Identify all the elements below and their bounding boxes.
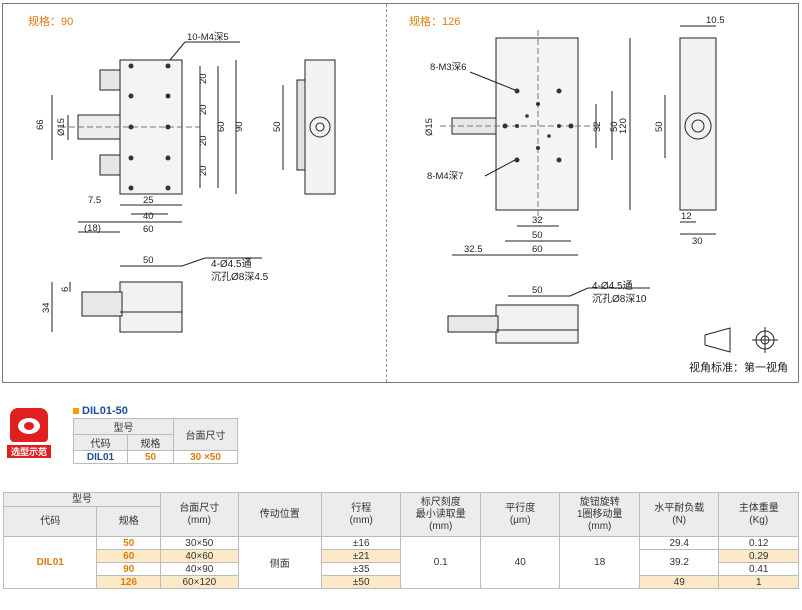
ex-header-code: 代码 [73, 434, 128, 451]
cell-size-126: 60×120 [160, 575, 239, 589]
drawing-frame [2, 3, 799, 383]
dim-pitch-20a: 20 [198, 73, 209, 84]
th-code: 代码 [2, 506, 98, 537]
cell-size-90: 40×90 [160, 562, 239, 576]
th-knob: 旋钮旋转 1圈移动量 (mm) [559, 492, 640, 537]
cell-spec-50: 50 [96, 536, 162, 550]
dim-side-50-right: 50 [654, 121, 665, 132]
cell-weight-90: 0.41 [718, 562, 799, 576]
dim-90: 90 [234, 121, 245, 132]
dim-holes-m4-right: 8-M4深7 [427, 171, 463, 182]
cell-size-60: 40×60 [160, 549, 239, 563]
left-front-note: 4-Ø4.5通 沉孔Ø8深4.5 [211, 258, 268, 284]
dim-50-v: 50 [609, 121, 620, 132]
selection-example-badge: 选型示范 [7, 408, 51, 460]
dim-60-width: 60 [143, 224, 154, 235]
right-front-note: 4-Ø4.5通 沉孔Ø8深10 [592, 280, 646, 306]
dim-60: 60 [216, 121, 227, 132]
left-front-note-line2: 沉孔Ø8深4.5 [211, 272, 269, 283]
dim-pitch-20b: 20 [198, 104, 209, 115]
cell-stroke-50: ±16 [320, 536, 402, 550]
cell-scale: 0.1 [400, 536, 481, 589]
cell-stroke-90: ±35 [320, 562, 402, 576]
th-scale: 标尺刻度 最小读取量 (mm) [400, 492, 481, 537]
cell-weight-126: 1 [718, 575, 799, 589]
dim-d15-right: Ø15 [424, 118, 435, 136]
dim-front-50: 50 [143, 255, 154, 266]
dim-pitch-20c: 20 [198, 135, 209, 146]
dim-front-34: 34 [41, 302, 52, 313]
th-weight: 主体重量 (Kg) [718, 492, 799, 537]
dim-pitch-20d: 20 [198, 165, 209, 176]
spec-table: 型号 台面尺寸 (mm) 传动位置 行程 (mm) 标尺刻度 最小读取量 (mm… [2, 492, 799, 589]
dim-12: 12 [681, 211, 692, 222]
right-front-note-line2: 沉孔Ø8深10 [592, 294, 647, 305]
ex-code: DIL01 [73, 450, 128, 464]
dim-32-h: 32 [532, 215, 543, 226]
th-stroke: 行程 (mm) [320, 492, 402, 537]
badge-label: 选型示范 [7, 445, 51, 458]
ex-spec: 50 [127, 450, 174, 464]
ex-header-model: 型号 [73, 418, 174, 435]
dim-25: 25 [143, 195, 154, 206]
right-front-note-line1: 4-Ø4.5通 [592, 281, 633, 292]
cell-code: DIL01 [2, 536, 98, 589]
dim-18: (18) [84, 223, 101, 234]
left-front-note-line1: 4-Ø4.5通 [211, 259, 252, 270]
cell-stroke-60: ±21 [320, 549, 402, 563]
cell-load-60-90: 39.2 [638, 549, 720, 576]
dim-holes-m3: 8-M3深6 [430, 62, 466, 73]
cell-weight-50: 0.12 [718, 536, 799, 550]
cell-parallel: 40 [479, 536, 561, 589]
dim-30: 30 [692, 236, 703, 247]
dim-front-50-right: 50 [532, 285, 543, 296]
cell-weight-60: 0.29 [718, 549, 799, 563]
cell-load-50: 29.4 [638, 536, 720, 550]
dim-50-h: 50 [532, 230, 543, 241]
cell-stroke-126: ±50 [320, 575, 402, 589]
dim-40: 40 [143, 211, 154, 222]
cell-drive: 侧面 [237, 536, 322, 589]
ex-header-spec: 规格 [127, 434, 174, 451]
dim-32-5: 32.5 [464, 244, 483, 255]
dim-10-5: 10.5 [706, 15, 725, 26]
th-drive: 传动位置 [237, 492, 322, 537]
cell-spec-126: 126 [96, 575, 162, 589]
view-divider [386, 4, 387, 382]
dim-7-5: 7.5 [88, 195, 101, 206]
cell-spec-90: 90 [96, 562, 162, 576]
cell-load-126: 49 [638, 575, 720, 589]
dim-d15: Ø15 [56, 118, 67, 136]
dim-60-h: 60 [532, 244, 543, 255]
cell-spec-60: 60 [96, 549, 162, 563]
dim-front-6: 6 [60, 287, 71, 292]
th-spec: 规格 [96, 506, 162, 537]
dim-32-v: 32 [592, 121, 603, 132]
dim-66: 66 [35, 119, 46, 130]
technical-drawing: 10-M4深5 66 Ø15 20 20 20 20 60 90 7.5 25 … [35, 15, 778, 353]
projection-label: 视角标准：第一视角 [689, 362, 788, 374]
phone-icon [10, 408, 48, 442]
dim-120-v: 120 [618, 118, 629, 134]
th-parallel: 平行度 (μm) [479, 492, 561, 537]
dim-holes-m4: 10-M4深5 [187, 32, 229, 43]
cell-size-50: 30×50 [160, 536, 239, 550]
th-model: 型号 [2, 492, 162, 507]
ex-header-table-size: 台面尺寸 [173, 418, 238, 451]
example-title: DIL01-50 [73, 405, 128, 417]
dim-side-50: 50 [272, 121, 283, 132]
ex-table-size: 30 ×50 [173, 450, 238, 464]
th-table-size: 台面尺寸 (mm) [160, 492, 239, 537]
th-load: 水平耐负载 (N) [638, 492, 720, 537]
spec-label-126: 规格：126 [409, 16, 461, 28]
example-table: 型号 台面尺寸 代码 规格 DIL01 50 30 ×50 [73, 418, 238, 464]
spec-label-90: 规格：90 [28, 16, 74, 28]
cell-knob: 18 [559, 536, 640, 589]
